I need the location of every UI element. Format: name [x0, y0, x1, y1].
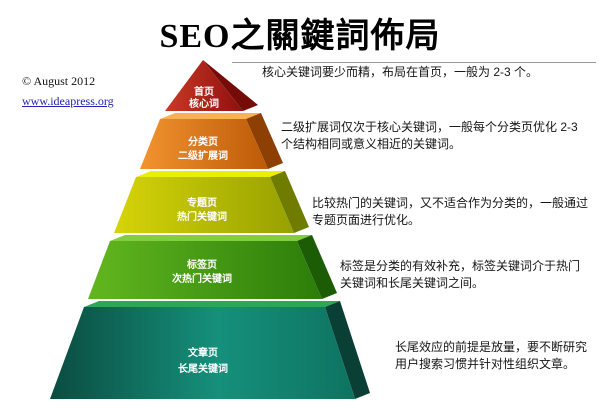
level-tag-side-face — [297, 235, 337, 299]
level-topic-side-face — [270, 171, 309, 233]
level-tag-top-face — [110, 235, 312, 241]
pyramid-diagram: 首页 核心词 分类页 二级扩展词 专题页 热门关键词 标签页 次热门关键词 — [50, 60, 370, 399]
level-homepage-front-face — [165, 60, 243, 111]
pyramid-level-homepage: 首页 核心词 — [165, 60, 258, 111]
level-category-top-face — [160, 113, 261, 119]
level-article-side-face — [325, 301, 370, 399]
desc-line: 关键词和长尾关键词之间。 — [340, 276, 485, 290]
level-tag-keyword-label: 次热门关键词 — [172, 272, 232, 285]
title-divider — [232, 62, 596, 63]
description-tag-keywords: 标签是分类的有效补充，标签关键词介于热门 关键词和长尾关键词之间。 — [340, 258, 580, 292]
level-tag-page-label: 标签页 — [186, 258, 217, 271]
description-longtail-keywords: 长尾效应的前提是放量，要不断研究 用户搜索习惯并针对性组织文章。 — [395, 339, 587, 373]
pyramid-level-topic: 专题页 热门关键词 — [114, 171, 309, 233]
page-title: SEO之關鍵詞佈局 — [159, 18, 441, 55]
desc-line: 专题页面进行优化。 — [312, 213, 421, 227]
level-homepage-keyword-label: 核心词 — [189, 97, 219, 110]
level-category-side-face — [246, 113, 283, 169]
description-core-keywords: 核心关键词要少而精，布局在首页，一般为 2-3 个。 — [262, 64, 538, 81]
level-article-front-face — [50, 307, 355, 399]
desc-line: 个结构相同或意义相近的关键词。 — [281, 137, 462, 151]
pyramid-level-category: 分类页 二级扩展词 — [140, 113, 283, 169]
description-hot-keywords: 比较热门的关键词，又不适合作为分类的，一般通过 专题页面进行优化。 — [312, 195, 588, 229]
level-article-page-label: 文章页 — [188, 346, 218, 359]
desc-line: 标签是分类的有效补充，标签关键词介于热门 — [340, 259, 581, 273]
level-homepage-page-label: 首页 — [194, 85, 214, 98]
desc-line: 比较热门的关键词，又不适合作为分类的，一般通过 — [312, 196, 589, 210]
level-category-keyword-label: 二级扩展词 — [178, 149, 228, 162]
pyramid-level-tag: 标签页 次热门关键词 — [88, 235, 337, 299]
level-topic-keyword-label: 热门关键词 — [177, 210, 227, 223]
desc-line: 二级扩展词仅次于核心关键词，一般每个分类页优化 2-3 — [281, 120, 578, 134]
level-tag-front-face — [88, 241, 322, 299]
desc-line: 用户搜索习惯并针对性组织文章。 — [395, 357, 576, 371]
level-category-front-face — [140, 119, 268, 169]
level-article-top-face — [84, 301, 340, 307]
desc-line: 长尾效应的前提是放量，要不断研究 — [395, 340, 588, 354]
copyright-text: © August 2012 — [22, 74, 96, 88]
pyramid-level-article: 文章页 长尾关键词 — [50, 301, 370, 399]
level-article-keyword-label: 长尾关键词 — [178, 362, 228, 375]
level-topic-front-face — [114, 177, 294, 233]
website-link[interactable]: www.ideapress.org — [22, 94, 114, 108]
level-homepage-side-face — [203, 60, 258, 111]
level-topic-page-label: 专题页 — [187, 196, 217, 209]
level-category-page-label: 分类页 — [188, 135, 218, 148]
desc-line: 核心关键词要少而精，布局在首页，一般为 2-3 个。 — [262, 65, 539, 79]
level-topic-top-face — [136, 171, 285, 177]
description-category-keywords: 二级扩展词仅次于核心关键词，一般每个分类页优化 2-3 个结构相同或意义相近的关… — [281, 119, 578, 153]
